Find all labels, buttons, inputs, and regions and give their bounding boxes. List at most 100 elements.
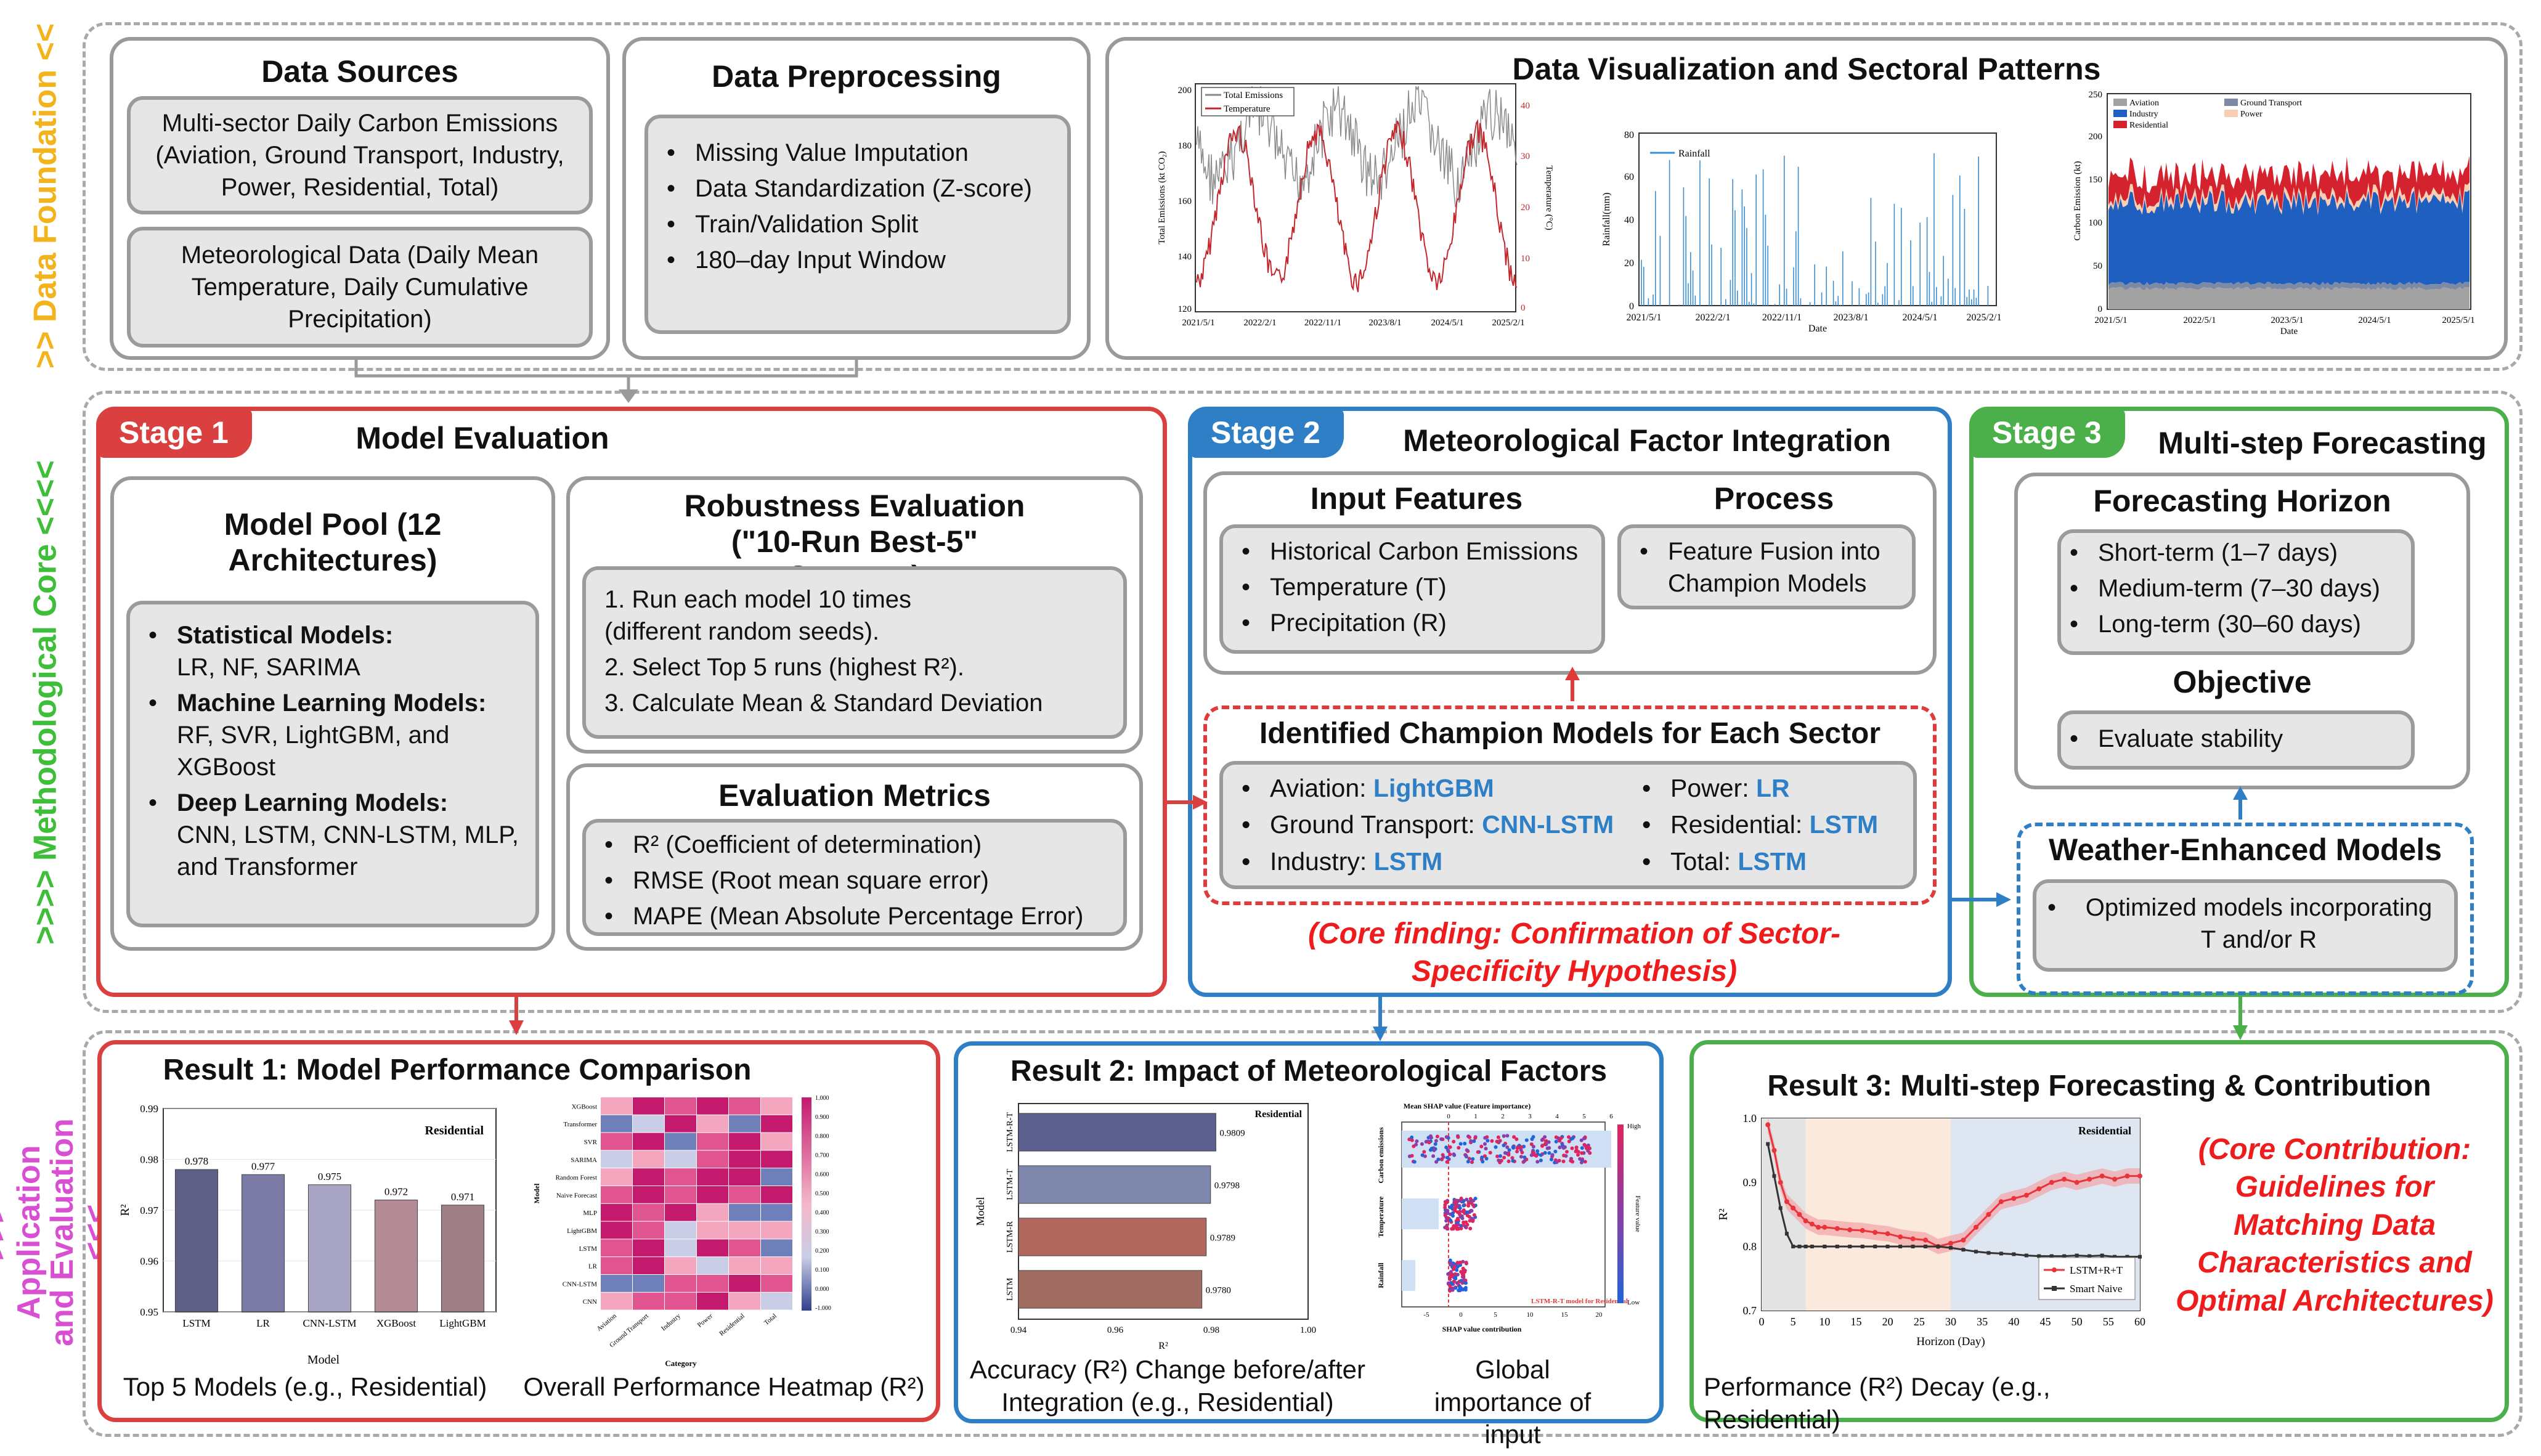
heatmap-cell bbox=[729, 1133, 760, 1150]
shap-dot-rainfall bbox=[1449, 1272, 1453, 1276]
shap-dot-rainfall bbox=[1462, 1273, 1466, 1277]
shap-dot-carbon bbox=[1463, 1153, 1468, 1157]
result3-xtick: 40 bbox=[2008, 1316, 2019, 1328]
result3-naive-point bbox=[1974, 1250, 1978, 1254]
result3-lstm-point bbox=[2124, 1173, 2130, 1179]
chart3-ytick: 0 bbox=[2098, 304, 2103, 314]
result3-naive-point bbox=[1848, 1245, 1852, 1248]
shap-dot-temperature bbox=[1459, 1197, 1463, 1200]
result3-xtick: 5 bbox=[1791, 1316, 1796, 1328]
shap-dot-carbon bbox=[1539, 1153, 1543, 1157]
result3-lstm-point bbox=[1816, 1224, 1821, 1230]
heatmap-col-label: Residential bbox=[718, 1312, 746, 1338]
shap-dot-carbon bbox=[1505, 1134, 1510, 1138]
shap-dot-carbon bbox=[1523, 1159, 1527, 1163]
result1-bar-value: 0.972 bbox=[384, 1186, 408, 1198]
horizon-item: Medium-term (7–30 days) bbox=[2067, 572, 2399, 604]
model-pool-title: Model Pool (12 Architectures) bbox=[224, 507, 442, 577]
chart3-legend-power: Power bbox=[2240, 110, 2263, 119]
robustness-steps: 1. Run each model 10 times (different ra… bbox=[586, 570, 1123, 736]
result3-naive-point bbox=[1898, 1245, 1903, 1248]
heatmap-cell bbox=[601, 1275, 632, 1292]
shap-dot-temperature bbox=[1443, 1203, 1447, 1207]
stage2-title: Meteorological Factor Integration bbox=[1403, 423, 1891, 458]
process-item: Feature Fusion into Champion Models bbox=[1637, 535, 1900, 600]
result3-lstm-point bbox=[1791, 1205, 1796, 1211]
champion-aviation: Aviation: LightGBM bbox=[1239, 772, 1614, 805]
input-feature-item: Precipitation (R) bbox=[1239, 607, 1589, 639]
shap-dot-carbon bbox=[1429, 1136, 1433, 1140]
result3-lstm-point bbox=[2074, 1180, 2080, 1185]
shap-dot-carbon bbox=[1514, 1137, 1519, 1141]
shap-dot-carbon bbox=[1558, 1139, 1562, 1143]
process-box: Feature Fusion into Champion Models bbox=[1617, 524, 1916, 609]
shap-dot-carbon bbox=[1510, 1156, 1514, 1160]
result3-naive-point bbox=[1797, 1245, 1802, 1248]
result3-series-label: Residential bbox=[2078, 1125, 2131, 1137]
shap-colorbar-high: High bbox=[1627, 1123, 1641, 1130]
model-pool-panel: Model Pool (12 Architectures) Statistica… bbox=[110, 476, 555, 951]
result3-ytick: 0.7 bbox=[1743, 1304, 1757, 1317]
result3-lstm-point bbox=[2137, 1173, 2142, 1179]
heatmap-cell bbox=[633, 1203, 664, 1221]
heatmap-row-label: Random Forest bbox=[555, 1174, 597, 1182]
shap-dot-carbon bbox=[1507, 1148, 1511, 1152]
shap-dot-carbon bbox=[1467, 1157, 1471, 1161]
shap-dot-rainfall bbox=[1461, 1287, 1465, 1291]
result3-ytick: 0.8 bbox=[1743, 1240, 1757, 1253]
input-features-title: Input Features bbox=[1310, 481, 1523, 516]
result2-xtick: 0.98 bbox=[1203, 1325, 1219, 1335]
result3-lstm-point bbox=[2049, 1180, 2054, 1185]
chart1-ytick: 200 bbox=[1178, 86, 1192, 96]
shap-dot-temperature bbox=[1465, 1210, 1470, 1214]
shap-dot-carbon bbox=[1555, 1160, 1559, 1165]
chart1-ytick: 140 bbox=[1178, 252, 1192, 262]
shap-dot-carbon bbox=[1502, 1155, 1506, 1160]
heatmap-cell bbox=[665, 1203, 696, 1221]
heatmap-xlabel: Category bbox=[665, 1359, 697, 1368]
champion-models-box: Aviation: LightGBM Ground Transport: CNN… bbox=[1219, 761, 1917, 889]
chart3-aviation-area bbox=[2108, 287, 2470, 309]
shap-dot-carbon bbox=[1576, 1153, 1580, 1157]
shap-dot-carbon bbox=[1410, 1135, 1414, 1139]
horizon-item: Short-term (1–7 days) bbox=[2067, 537, 2399, 569]
chart3-legend-residential: Residential bbox=[2129, 121, 2168, 130]
metrics-list-box: R² (Coefficient of determination) RMSE (… bbox=[582, 819, 1127, 936]
shap-dot-carbon bbox=[1466, 1160, 1470, 1164]
heatmap-cell bbox=[601, 1257, 632, 1274]
shap-dot-rainfall bbox=[1453, 1286, 1458, 1290]
core-contribution-text: (Core Contribution: Guidelines for Match… bbox=[2176, 1133, 2494, 1317]
chart1-ytick: 180 bbox=[1178, 141, 1192, 151]
shap-dot-carbon bbox=[1519, 1145, 1524, 1149]
shap-dot-carbon bbox=[1550, 1153, 1555, 1157]
result3-lstm-point bbox=[1961, 1237, 1966, 1243]
input-process-panel: Input Features Process Historical Carbon… bbox=[1203, 471, 1937, 675]
shap-dot-carbon bbox=[1456, 1135, 1460, 1139]
shap-bottom-tick: 15 bbox=[1561, 1311, 1569, 1319]
heatmap-cell bbox=[665, 1150, 696, 1168]
shap-dot-carbon bbox=[1446, 1149, 1450, 1153]
shap-dot-carbon bbox=[1569, 1158, 1573, 1163]
result3-naive-point bbox=[1860, 1245, 1864, 1248]
shap-top-tick: 1 bbox=[1474, 1113, 1478, 1120]
heatmap-cell bbox=[697, 1203, 728, 1221]
result3-naive-point bbox=[2138, 1255, 2142, 1259]
stage1-title: Model Evaluation bbox=[356, 421, 609, 455]
shap-dot-rainfall bbox=[1448, 1258, 1452, 1263]
result1-bar-value: 0.977 bbox=[251, 1160, 275, 1172]
result3-lstm-point bbox=[1784, 1199, 1789, 1205]
shap-dot-carbon bbox=[1473, 1136, 1478, 1140]
heatmap-cell bbox=[633, 1275, 664, 1292]
heatmap-scale-tick: 0.700 bbox=[815, 1152, 829, 1159]
heatmap-cell bbox=[729, 1203, 760, 1221]
result3-lstm-point bbox=[1860, 1228, 1865, 1233]
heatmap-cell bbox=[697, 1292, 728, 1310]
heatmap-cell bbox=[761, 1150, 792, 1168]
shap-dot-carbon bbox=[1444, 1135, 1449, 1139]
result3-lstm-point bbox=[2087, 1176, 2092, 1182]
metric-item: RMSE (Root mean square error) bbox=[602, 864, 1111, 897]
result3-xlabel: Horizon (Day) bbox=[1916, 1335, 1985, 1348]
result1-bar bbox=[441, 1205, 485, 1312]
heatmap-cell bbox=[729, 1115, 760, 1133]
result3-naive-point bbox=[1823, 1245, 1827, 1248]
